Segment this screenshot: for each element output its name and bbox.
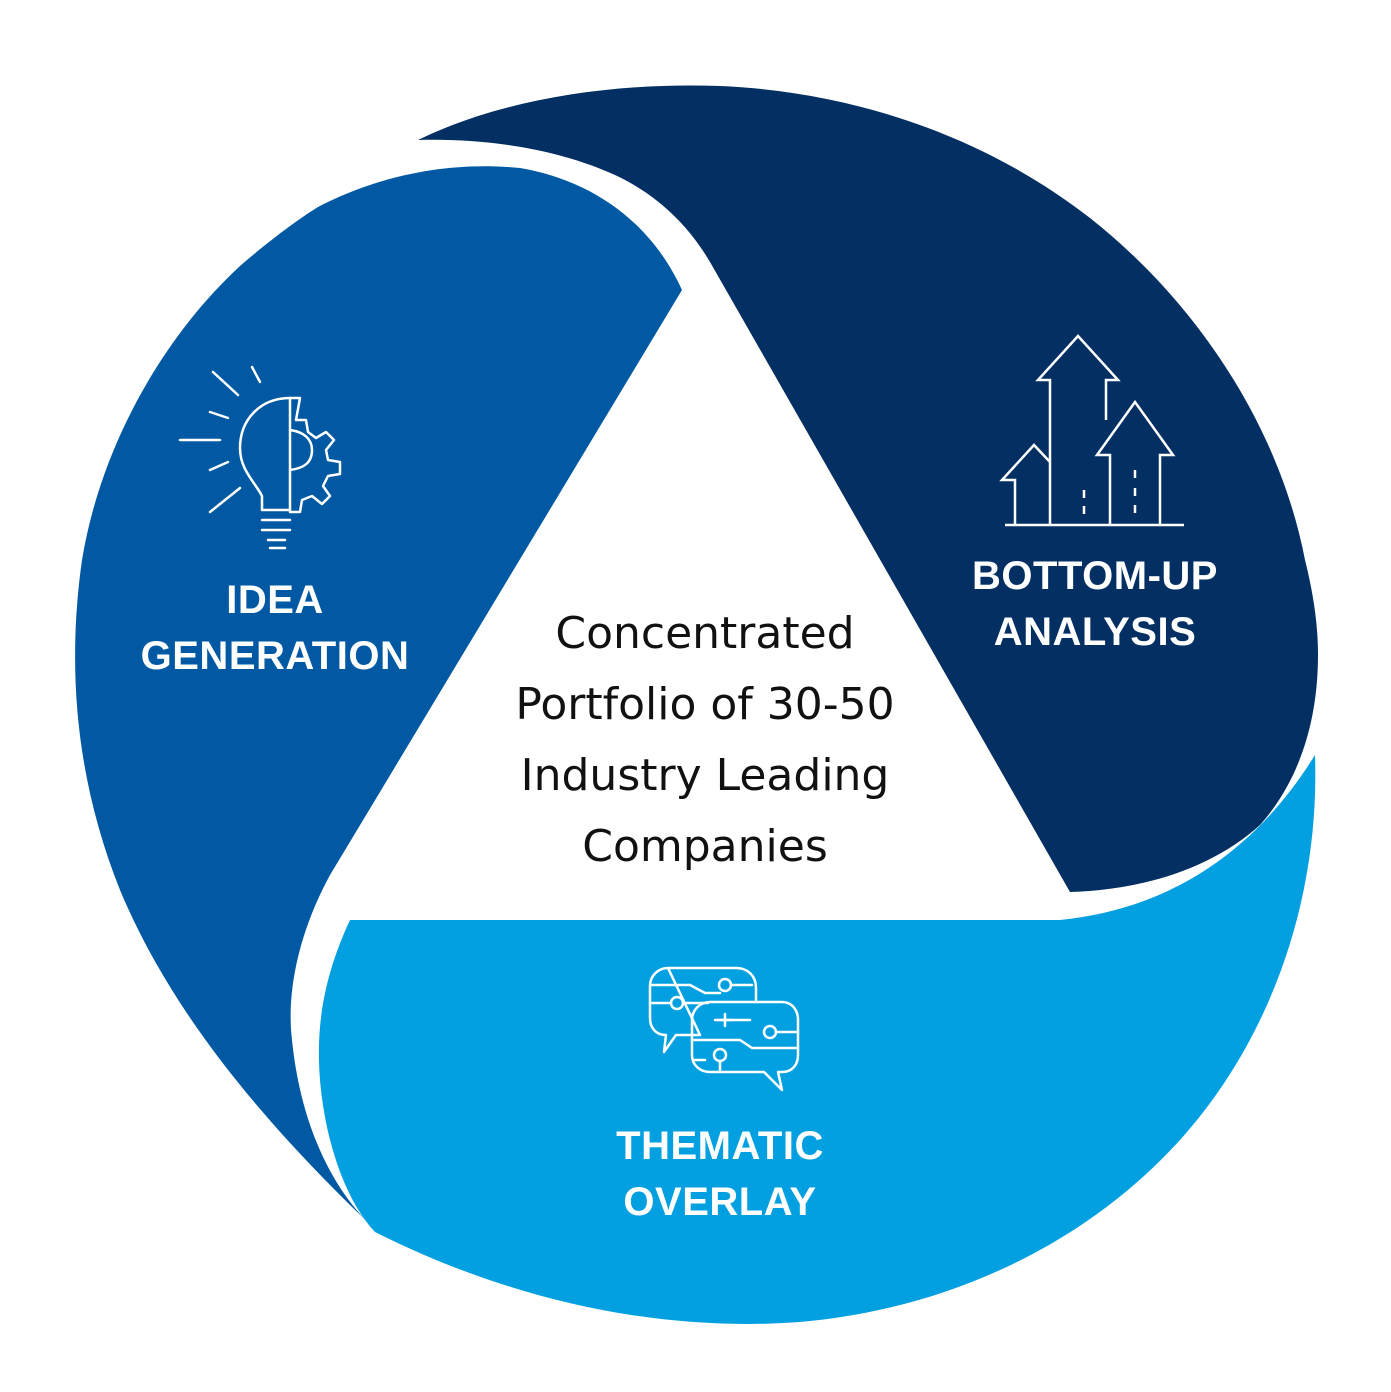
center-line1: Concentrated bbox=[555, 608, 855, 659]
lightbulb-gear-icon bbox=[178, 365, 342, 550]
thematic-segment bbox=[318, 755, 1316, 1324]
idea-generation-line2: GENERATION bbox=[140, 634, 410, 678]
bottom-up-label: BOTTOM-UP ANALYSIS bbox=[915, 548, 1275, 660]
center-line3: Industry Leading bbox=[520, 750, 890, 801]
thematic-label: THEMATIC OVERLAY bbox=[540, 1118, 900, 1230]
chat-bubbles-circuit-icon bbox=[648, 966, 800, 1092]
idea-generation-segment bbox=[75, 166, 682, 1232]
center-text: Concentrated Portfolio of 30-50 Industry… bbox=[430, 598, 980, 882]
bottom-up-line2: ANALYSIS bbox=[993, 610, 1197, 654]
center-line4: Companies bbox=[582, 821, 828, 872]
bottom-up-line1: BOTTOM-UP bbox=[972, 554, 1218, 598]
center-line2: Portfolio of 30-50 bbox=[515, 679, 895, 730]
thematic-line1: THEMATIC bbox=[616, 1124, 824, 1168]
bottom-up-segment bbox=[418, 85, 1318, 893]
thematic-line2: OVERLAY bbox=[623, 1180, 817, 1224]
rising-arrows-icon bbox=[999, 334, 1184, 527]
idea-generation-line1: IDEA bbox=[226, 578, 324, 622]
idea-generation-label: IDEA GENERATION bbox=[95, 572, 455, 684]
